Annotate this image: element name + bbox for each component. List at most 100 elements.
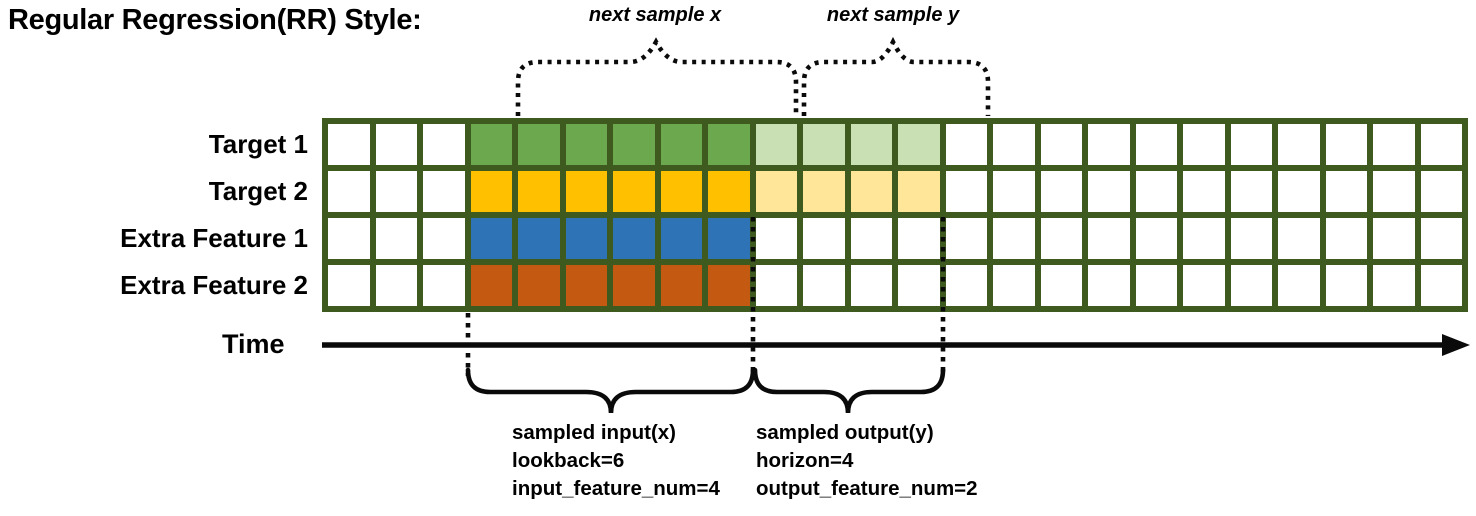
grid-cell — [470, 265, 512, 306]
grid-cell — [613, 124, 655, 165]
grid-cell — [328, 171, 370, 212]
grid-cell — [518, 124, 560, 165]
grid-cell — [1373, 124, 1415, 165]
grid-cell — [708, 218, 750, 259]
grid-cell — [660, 218, 702, 259]
grid-cell — [945, 171, 987, 212]
grid-cell — [1088, 124, 1130, 165]
grid-cell — [1183, 124, 1225, 165]
grid-cell — [613, 218, 655, 259]
grid-cell — [613, 265, 655, 306]
grid-cell — [470, 124, 512, 165]
grid-cell — [945, 124, 987, 165]
grid-cell — [803, 218, 845, 259]
grid-cell — [423, 171, 465, 212]
input-feature-num-value: input_feature_num=4 — [512, 477, 720, 500]
grid-cell — [945, 265, 987, 306]
grid-cell — [518, 265, 560, 306]
sampled-input-brace — [465, 367, 756, 414]
grid-cell — [945, 218, 987, 259]
grid-cell — [1325, 265, 1367, 306]
grid-cell — [1088, 171, 1130, 212]
grid-cell — [1135, 124, 1177, 165]
grid-cell — [1230, 265, 1272, 306]
grid-cell — [375, 171, 417, 212]
row-label: Target 1 — [208, 129, 308, 159]
grid-cell — [898, 218, 940, 259]
grid-cell — [1230, 171, 1272, 212]
grid-cell — [1420, 124, 1462, 165]
grid-cell — [1088, 218, 1130, 259]
grid-cell — [1278, 265, 1320, 306]
next-sample-y-label: next sample y — [826, 4, 960, 26]
grid-cell — [375, 218, 417, 259]
time-axis-label: Time — [222, 329, 285, 359]
grid-cell — [565, 218, 607, 259]
grid-cell — [1325, 171, 1367, 212]
grid-cell — [660, 171, 702, 212]
grid-cell — [993, 171, 1035, 212]
grid-cell — [660, 124, 702, 165]
grid-cell — [755, 171, 797, 212]
sampled-output-annotation: sampled output(y) horizon=4 output_featu… — [756, 419, 978, 503]
grid-cell — [1420, 218, 1462, 259]
grid-cell — [423, 218, 465, 259]
grid-cell — [755, 265, 797, 306]
grid-cell — [993, 218, 1035, 259]
grid-cell — [1183, 171, 1225, 212]
grid-cell — [755, 218, 797, 259]
grid-cell — [1420, 265, 1462, 306]
grid-cell — [328, 265, 370, 306]
grid-cell — [660, 265, 702, 306]
next-sample-x-label: next sample x — [588, 4, 722, 26]
grid-cell — [423, 124, 465, 165]
grid-cell — [470, 218, 512, 259]
grid-cell — [1135, 171, 1177, 212]
horizon-value: horizon=4 — [756, 449, 854, 472]
grid-cell — [1183, 218, 1225, 259]
grid-cell — [328, 218, 370, 259]
time-axis-arrowhead-icon — [1442, 334, 1470, 356]
grid-cell — [565, 265, 607, 306]
grid-cell — [518, 218, 560, 259]
row-label: Extra Feature 2 — [120, 270, 308, 300]
grid-cell — [1230, 218, 1272, 259]
next-sample-x-brace — [515, 37, 799, 116]
grid-cell — [993, 124, 1035, 165]
grid-cell — [803, 124, 845, 165]
next-sample-y-brace — [801, 36, 991, 116]
sample-grid — [322, 118, 1468, 312]
grid-cell — [708, 171, 750, 212]
grid-cell — [1088, 265, 1130, 306]
grid-cell — [850, 265, 892, 306]
grid-cell — [423, 265, 465, 306]
page-title: Regular Regression(RR) Style: — [8, 4, 422, 36]
row-label: Extra Feature 1 — [120, 223, 308, 253]
grid-cell — [898, 265, 940, 306]
grid-cell — [613, 171, 655, 212]
sampled-output-brace — [752, 367, 946, 414]
grid-cell — [328, 124, 370, 165]
grid-cell — [1183, 265, 1225, 306]
grid-cell — [1230, 124, 1272, 165]
grid-cell — [708, 265, 750, 306]
grid-cell — [470, 171, 512, 212]
grid-cell — [1420, 171, 1462, 212]
grid-cell — [1373, 218, 1415, 259]
output-feature-num-value: output_feature_num=2 — [756, 477, 978, 500]
grid-cell — [1373, 265, 1415, 306]
grid-cell — [708, 124, 750, 165]
grid-cell — [850, 124, 892, 165]
grid-cell — [850, 218, 892, 259]
row-label: Target 2 — [208, 176, 308, 206]
sampled-output-label: sampled output(y) — [756, 421, 934, 444]
grid-cell — [1135, 218, 1177, 259]
sampled-input-label: sampled input(x) — [512, 421, 677, 444]
grid-cell — [375, 265, 417, 306]
grid-cell — [1325, 218, 1367, 259]
grid-cell — [518, 171, 560, 212]
grid-cell — [565, 124, 607, 165]
grid-cell — [375, 124, 417, 165]
grid-cell — [1278, 218, 1320, 259]
grid-cell — [1135, 265, 1177, 306]
